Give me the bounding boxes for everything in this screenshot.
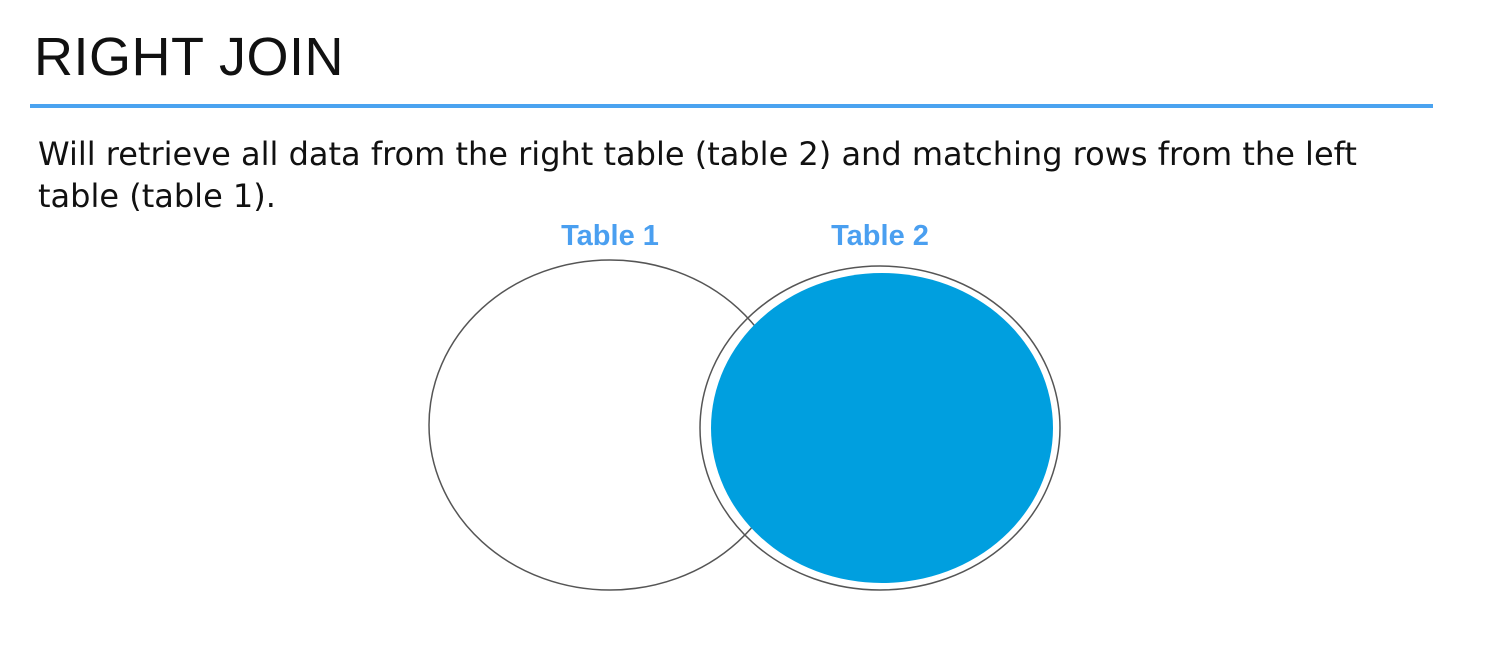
- slide-title: RIGHT JOIN: [34, 27, 345, 87]
- table-2-fill: [711, 273, 1053, 583]
- slide-description: Will retrieve all data from the right ta…: [38, 135, 1357, 215]
- table-2-outer-circle: [699, 265, 1061, 591]
- table-1-label: Table 1: [561, 220, 659, 252]
- title-divider: [30, 104, 1433, 108]
- table-2-label: Table 2: [831, 220, 929, 252]
